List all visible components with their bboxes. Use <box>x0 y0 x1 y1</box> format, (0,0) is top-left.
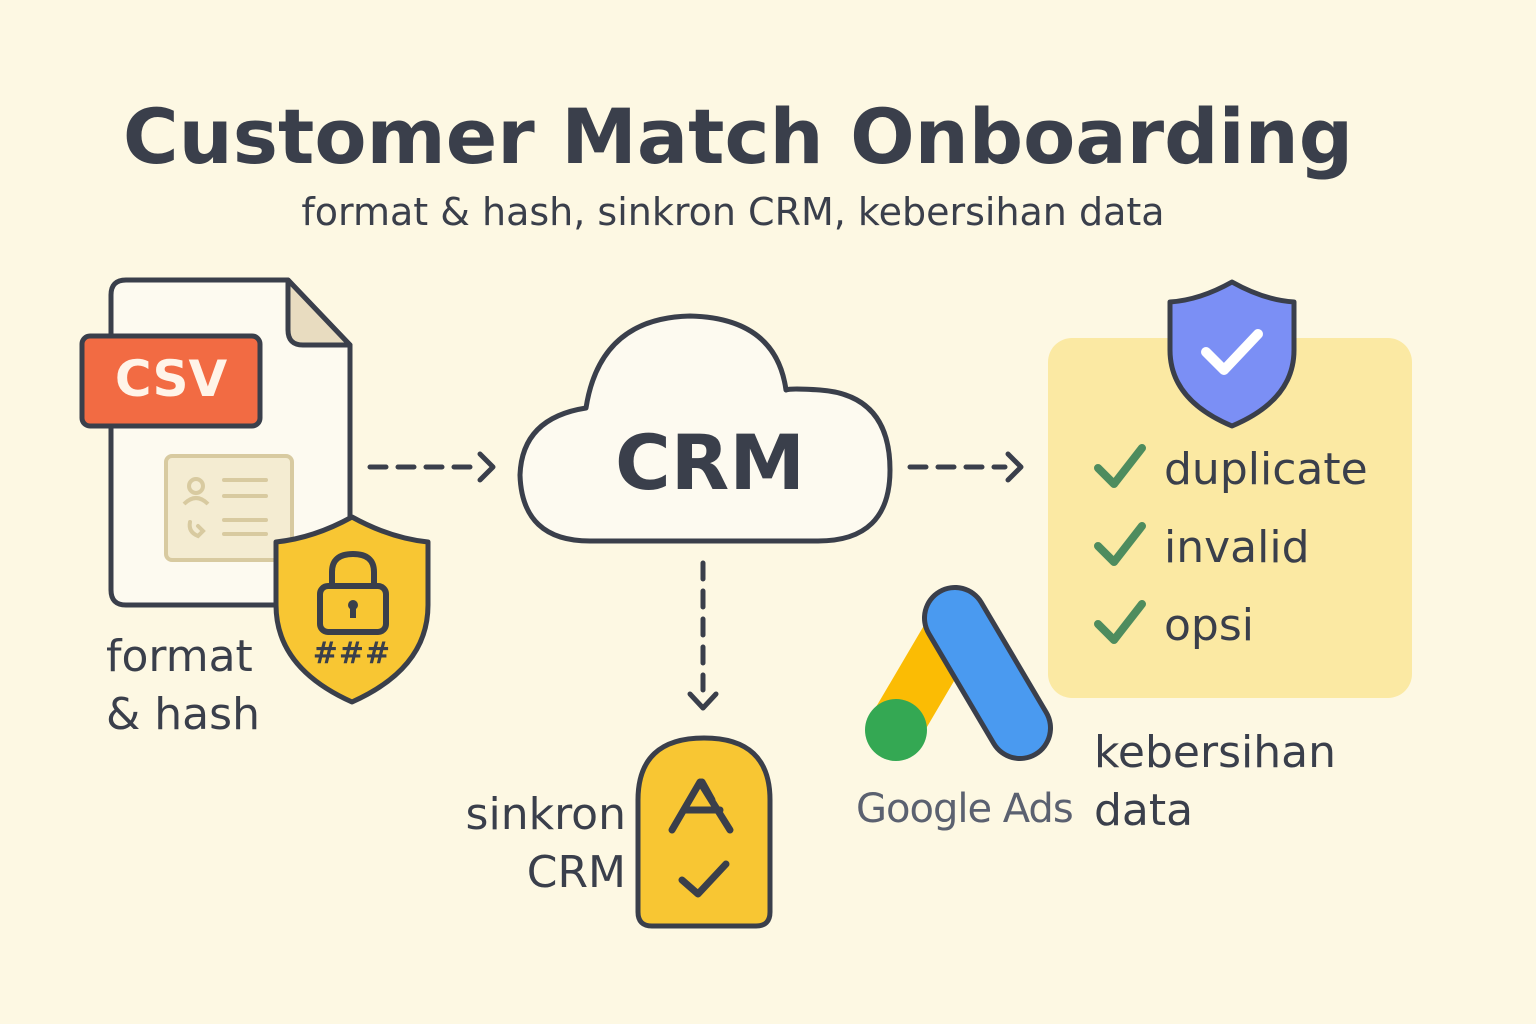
csv-badge <box>79 333 263 429</box>
page-title: Customer Match Onboarding <box>122 92 1354 181</box>
crm-sync-label-line2: CRM <box>526 847 626 898</box>
check-icon-opsi <box>1094 600 1146 644</box>
google-ads-label: Google Ads <box>856 786 1074 832</box>
crm-sync-label: sinkron CRM <box>430 786 626 902</box>
verified-shield-icon <box>1167 279 1297 429</box>
format-hash-label: format & hash <box>106 628 260 744</box>
cleanliness-checklist: duplicate invalid opsi <box>1164 440 1368 656</box>
google-ads-logo <box>865 585 1053 761</box>
cleanliness-label-line2: data <box>1094 785 1194 836</box>
lock-shield-icon <box>273 514 431 705</box>
cleanliness-label-line1: kebersihan <box>1094 727 1336 778</box>
format-hash-label-line1: format <box>106 631 253 682</box>
checklist-item-opsi: opsi <box>1164 600 1254 651</box>
crm-cloud-icon <box>517 313 893 544</box>
arrow-crm-to-sync <box>687 560 719 711</box>
crm-cloud-label: CRM <box>615 418 805 507</box>
page-subtitle: format & hash, sinkron CRM, kebersihan d… <box>301 190 1165 234</box>
checklist-item-duplicate: duplicate <box>1164 444 1368 495</box>
hash-text: ### <box>312 636 392 671</box>
check-icon-duplicate <box>1094 444 1146 488</box>
csv-document-icon <box>79 277 353 608</box>
format-hash-label-line2: & hash <box>106 689 260 740</box>
check-icon-invalid <box>1094 522 1146 566</box>
arrow-crm-to-cleanliness <box>907 451 1024 483</box>
sync-check-icon <box>678 860 730 898</box>
cleanliness-label: kebersihan data <box>1094 724 1336 840</box>
arrow-file-to-crm <box>367 451 496 483</box>
crm-sync-label-line1: sinkron <box>465 789 626 840</box>
crm-sync-tag-icon <box>635 735 773 929</box>
checklist-item-invalid: invalid <box>1164 522 1310 573</box>
csv-badge-label: CSV <box>114 350 228 408</box>
contact-card-icon <box>164 454 294 562</box>
